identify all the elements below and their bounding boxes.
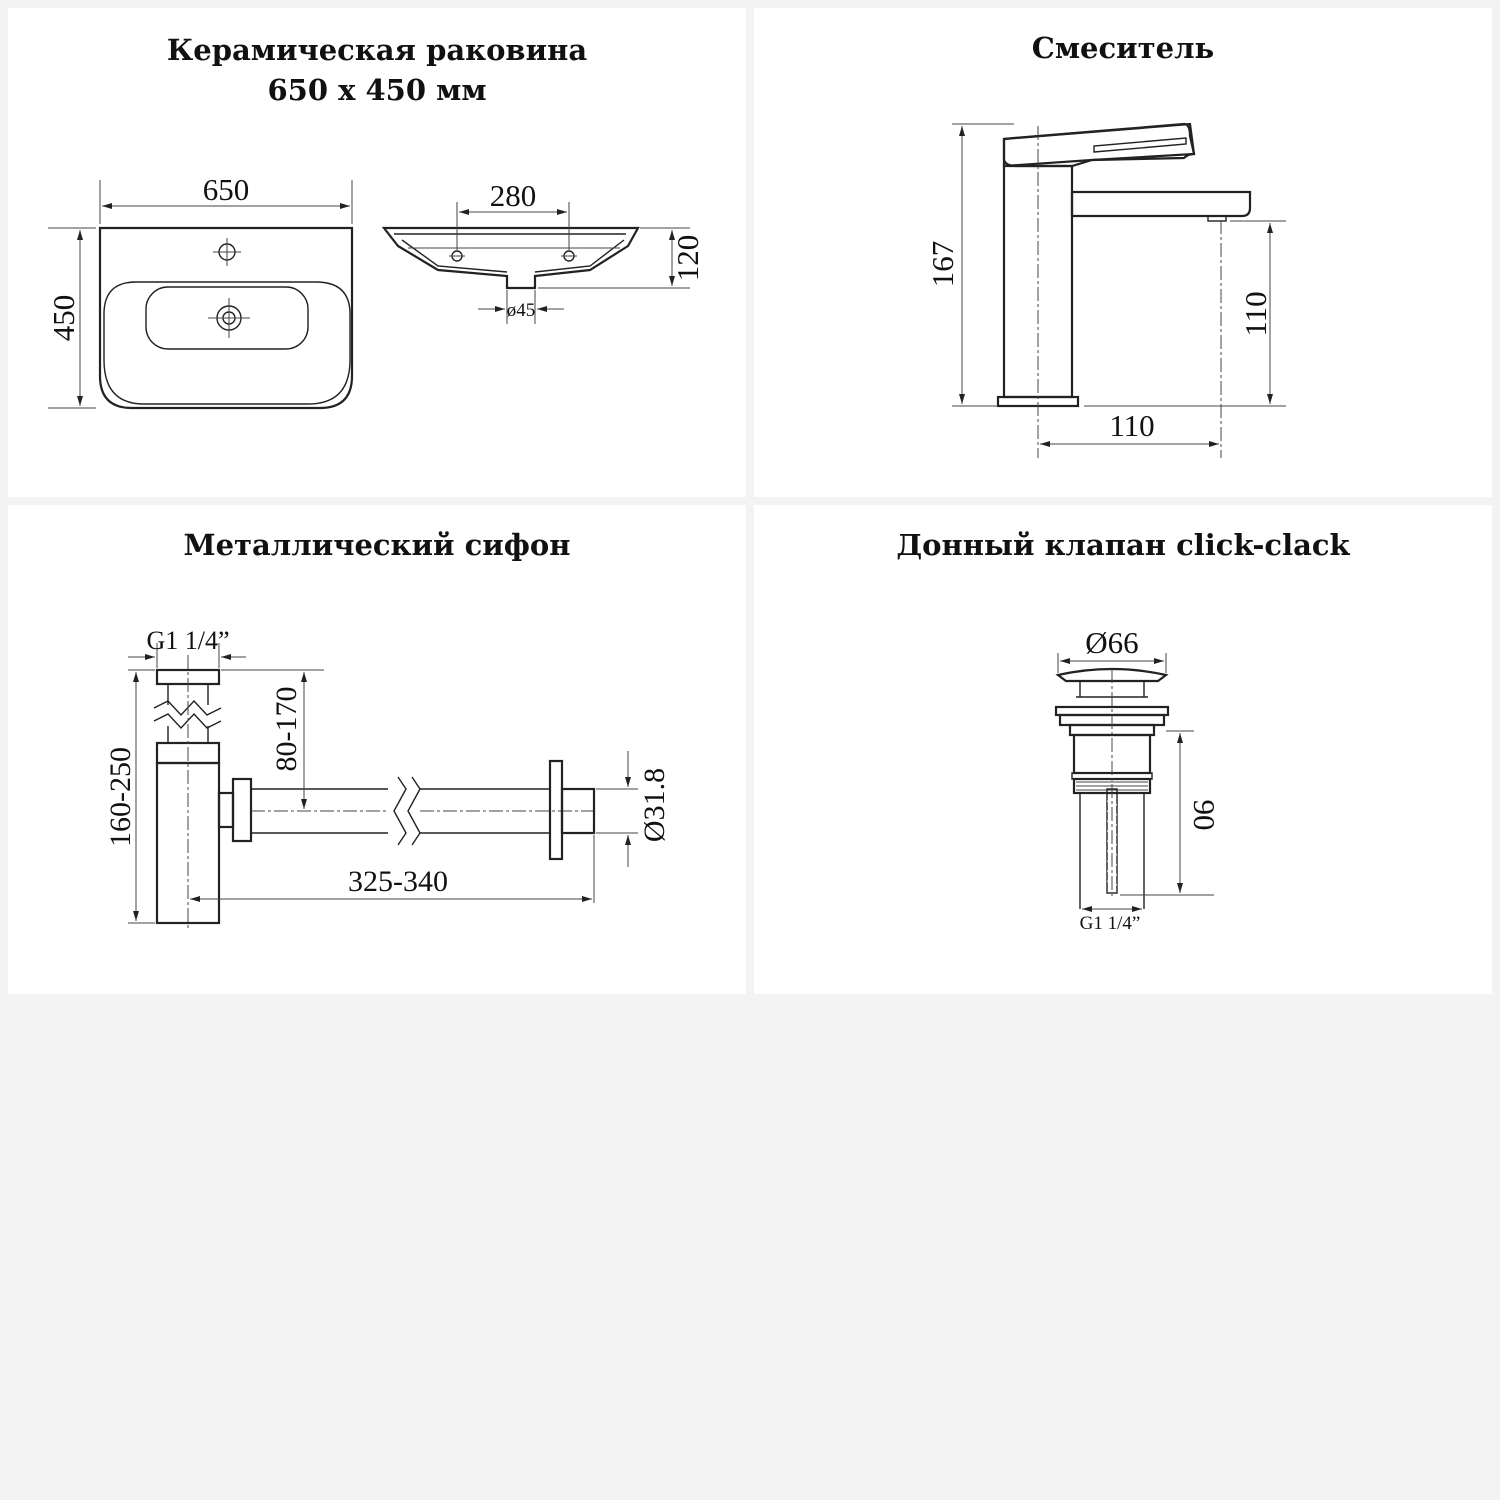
mixer-height-label: 167 <box>925 241 960 288</box>
mixer-lever-slot <box>1093 137 1187 153</box>
siphon-inlet-height-label: 80-170 <box>270 687 303 772</box>
valve-panel: Донный клапан click-clack <box>754 505 1492 994</box>
sink-drawing: 650 450 280 120 ø45 <box>46 172 705 410</box>
valve-cap <box>1055 667 1169 683</box>
spout-height-label: 110 <box>1238 291 1273 336</box>
siphon-pipe-diameter-label: Ø31.8 <box>638 768 671 842</box>
siphon-title: Металлический сифон <box>183 528 571 562</box>
sink-depth-label: 450 <box>46 295 81 342</box>
siphon-body <box>155 761 221 925</box>
outlet-nut-2 <box>231 777 253 843</box>
siphon-drawing: G1 1/4” 160-250 80-170 325-340 Ø31.8 <box>104 626 671 930</box>
mixer-drawing: 167 110 110 <box>925 122 1286 458</box>
drain-diameter-label: ø45 <box>507 300 536 321</box>
siphon-thread-label: G1 1/4” <box>146 626 229 655</box>
drain-hole-icon <box>208 298 250 338</box>
valve-drawing: Ø66 90 G1 1/4” <box>1054 625 1222 934</box>
faucet-hole-icon <box>213 238 241 266</box>
sink-title-line1: Керамическая раковина <box>166 33 588 67</box>
valve-title: Донный клапан click-clack <box>896 528 1350 562</box>
siphon-panel: Металлический сифон <box>8 505 746 994</box>
sink-title-line2: 650 x 450 мм <box>267 73 487 107</box>
sink-bowl-outline <box>103 281 351 405</box>
sink-top-outline <box>98 226 354 410</box>
siphon-total-height-label: 160-250 <box>104 747 137 847</box>
outlet-nut-1 <box>217 791 235 829</box>
valve-thread-label: G1 1/4” <box>1080 913 1141 934</box>
valve-height-label: 90 <box>1187 800 1222 831</box>
sink-side-outline <box>381 226 640 290</box>
pipe-break-right <box>407 776 421 846</box>
siphon-length-label: 325-340 <box>348 865 448 898</box>
mixer-aerator <box>1207 215 1227 222</box>
hole-spacing-label: 280 <box>490 178 537 213</box>
mixer-spout <box>1070 190 1252 218</box>
mixer-panel: Смеситель 167 110 110 <box>754 8 1492 497</box>
wall-flange <box>548 759 564 861</box>
sink-height-label: 120 <box>670 235 705 282</box>
sink-panel: Керамическая раковина 650 x 450 мм 650 <box>8 8 746 497</box>
mixer-title: Смеситель <box>1031 31 1215 65</box>
side-hole-left-icon <box>449 250 465 262</box>
side-hole-right-icon <box>561 250 577 262</box>
wall-pipe-stub <box>560 787 596 835</box>
spout-reach-label: 110 <box>1109 408 1154 443</box>
sink-basin-outline <box>145 286 309 350</box>
valve-cap-diameter-label: Ø66 <box>1085 625 1138 660</box>
pipe-break-left <box>393 776 407 846</box>
sink-width-label: 650 <box>203 172 250 207</box>
